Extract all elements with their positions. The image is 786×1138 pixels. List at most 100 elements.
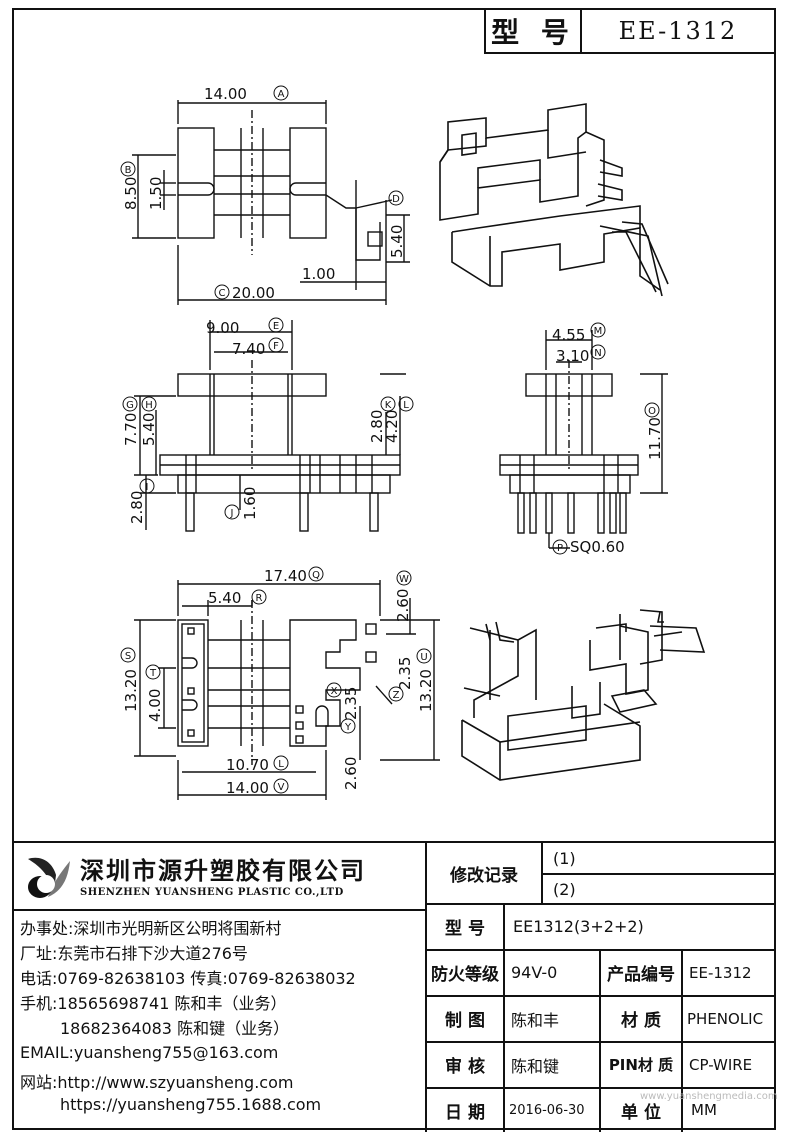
ref-p: P — [557, 543, 563, 554]
company-divider — [12, 909, 425, 911]
ref-q: Q — [312, 570, 320, 581]
phone-fax: 电话:0769-82638103 传真:0769-82638032 — [20, 969, 356, 988]
ref-u: U — [420, 652, 427, 663]
ref-s: S — [125, 651, 131, 662]
front-view: 9.00 7.40 7.70 5.40 2.80 4.20 2.80 1.60 … — [122, 317, 414, 532]
material-label: 材 质 — [621, 1011, 661, 1031]
side-view: 4.55 3.10 11.70 SQ0.60 M N O P — [499, 322, 668, 556]
dim-1-value: 1.00 — [302, 265, 335, 283]
dim-k-value: 2.80 — [368, 410, 386, 443]
dim-v-value: 14.00 — [226, 779, 269, 797]
mobile-2: 18682364083 陈和键（业务） — [60, 1019, 290, 1038]
ref-a: A — [278, 89, 285, 100]
company-name-cn: 深圳市源升塑胶有限公司 — [80, 857, 366, 885]
email: EMAIL:yuansheng755@163.com — [20, 1043, 279, 1062]
ref-y: Y — [344, 722, 352, 733]
website-1: 网站:http://www.szyuansheng.com — [20, 1073, 294, 1092]
fire-rating-label: 防火等级 — [431, 965, 499, 985]
mobile-1: 手机:18565698741 陈和丰（业务） — [20, 994, 287, 1013]
dim-t-value: 4.00 — [146, 689, 164, 722]
revision-2: (2) — [553, 879, 576, 899]
ref-m: M — [594, 326, 603, 337]
dim-540-value: 5.40 — [388, 225, 406, 258]
website-2: https://yuansheng755.1688.com — [60, 1095, 322, 1114]
drawn-by-value: 陈和丰 — [511, 1010, 560, 1030]
title-block: 型 号 EE-1312 — [484, 8, 776, 54]
product-no-label: 产品编号 — [607, 965, 675, 985]
product-no-value: EE-1312 — [689, 963, 752, 982]
ref-z: Z — [393, 690, 400, 701]
dim-w-value: 2.60 — [394, 589, 412, 622]
factory-address: 厂址:东莞市石排下沙大道276号 — [20, 944, 248, 963]
dim-o-value: 11.70 — [646, 417, 664, 460]
fire-rating-value: 94V-0 — [511, 963, 558, 982]
dim-y-value: 2.60 — [342, 757, 360, 790]
company-panel: 深圳市源升塑胶有限公司 SHENZHEN YUANSHENG PLASTIC C… — [12, 843, 427, 1132]
drawn-by-label: 制 图 — [445, 1011, 485, 1031]
date-value: 2016-06-30 — [509, 1102, 585, 1118]
dim-n-value: 3.10 — [556, 347, 589, 365]
dim-c-value: 20.00 — [232, 284, 275, 302]
ref-d: D — [392, 194, 400, 205]
dim-m-value: 4.55 — [552, 326, 585, 344]
ref-j: J — [230, 508, 234, 519]
watermark: www.yuanshengmedia.com — [640, 1091, 778, 1102]
dim-z-value: 2.35 — [396, 657, 414, 690]
ref-g: G — [126, 400, 134, 411]
unit-value: MM — [691, 1101, 717, 1119]
spec-table: 修改记录 (1) (2) 型 号 EE1312(3+2+2) 防火等级 94V-… — [427, 843, 776, 1132]
dim-h-value: 5.40 — [140, 413, 158, 446]
iso-view-bottom — [461, 609, 706, 781]
ref-t: T — [149, 668, 157, 679]
pin-material-value: CP-WIRE — [689, 1055, 753, 1074]
revision-1: (1) — [553, 848, 576, 868]
date-label: 日 期 — [445, 1102, 485, 1123]
dim-150-value: 1.50 — [147, 177, 165, 210]
iso-view-top — [439, 103, 669, 297]
dim-f-value: 7.40 — [232, 340, 265, 358]
ref-h: H — [145, 400, 153, 411]
dim-p-value: SQ0.60 — [570, 538, 625, 556]
ref-f: F — [273, 341, 279, 352]
ref-v: V — [278, 782, 285, 793]
dim-u-value: 13.20 — [417, 669, 435, 712]
dim-e-value: 9.00 — [206, 319, 239, 337]
dim-r-value: 5.40 — [208, 589, 241, 607]
dim-b-value: 8.50 — [122, 177, 140, 210]
model-label: 型 号 — [486, 10, 582, 52]
technical-drawing: 14.00 20.00 1.00 8.50 1.50 5.40 A B C D — [120, 85, 706, 800]
revision-label: 修改记录 — [450, 865, 518, 886]
ref-l: L — [403, 400, 409, 411]
pin-material-label: PIN材 质 — [608, 1056, 674, 1074]
checked-by-value: 陈和键 — [511, 1056, 560, 1076]
dim-q-value: 17.40 — [264, 567, 307, 585]
dim-i-value: 2.80 — [128, 491, 146, 524]
ref-e: E — [273, 321, 279, 332]
office-address: 办事处:深圳市光明新区公明将围新村 — [20, 919, 282, 938]
ref-r: R — [256, 593, 263, 604]
drawing-frame — [12, 8, 776, 1130]
ref-k: K — [385, 400, 392, 411]
ref-l2: L — [278, 759, 284, 770]
bottom-view: 17.40 5.40 2.60 13.20 4.00 2.35 2.35 13.… — [120, 566, 440, 800]
material-value: PHENOLIC — [687, 1009, 764, 1028]
ref-i: I — [146, 482, 149, 493]
company-name-en: SHENZHEN YUANSHENG PLASTIC CO.,LTD — [80, 887, 344, 898]
title-block-bottom: 深圳市源升塑胶有限公司 SHENZHEN YUANSHENG PLASTIC C… — [12, 841, 776, 1132]
top-view: 14.00 20.00 1.00 8.50 1.50 5.40 A B C D — [120, 85, 410, 305]
unit-label: 单 位 — [621, 1102, 661, 1123]
dim-g-value: 7.70 — [122, 413, 140, 446]
ref-w: W — [399, 574, 409, 585]
dim-j-value: 1.60 — [241, 487, 259, 520]
company-logo-icon — [28, 857, 70, 898]
ref-c: C — [219, 288, 226, 299]
ref-x: X — [331, 686, 338, 697]
checked-by-label: 审 核 — [445, 1057, 485, 1077]
table-model-label: 型 号 — [445, 919, 485, 939]
dim-s-value: 13.20 — [122, 669, 140, 712]
dim-l2-value: 10.70 — [226, 756, 269, 774]
ref-n: N — [594, 348, 601, 359]
ref-o: O — [648, 406, 656, 417]
model-value: EE-1312 — [618, 17, 738, 45]
table-model-value: EE1312(3+2+2) — [513, 917, 644, 936]
